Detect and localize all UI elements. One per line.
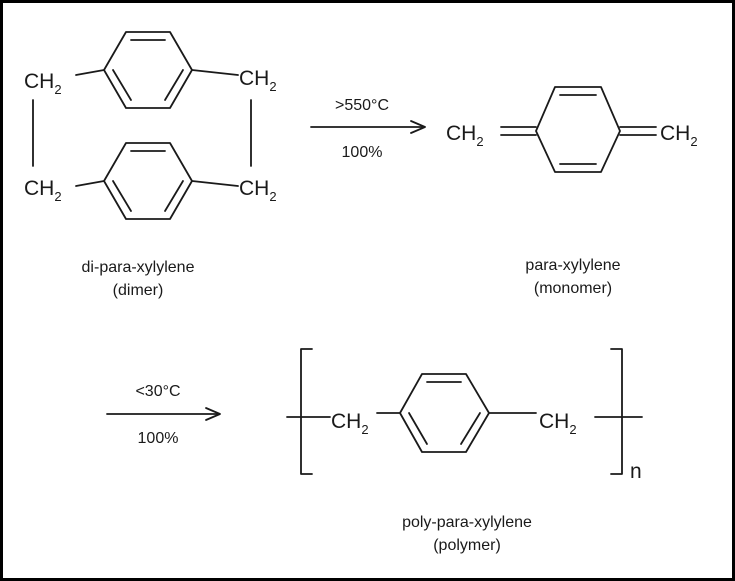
- step2-temperature: <30°C: [135, 383, 180, 400]
- dimer-top-ring: [103, 31, 193, 109]
- monomer-role: (monomer): [534, 280, 612, 297]
- dimer-ch2-bottom-left: CH2: [24, 177, 62, 204]
- polymer-name: poly-para-xylylene: [402, 514, 532, 531]
- dimer-ch2-top-left: CH2: [24, 70, 62, 97]
- monomer-quinoid-ring: [535, 86, 621, 173]
- polymer-brackets: [300, 348, 623, 475]
- monomer-exocyclic-double-bonds: [500, 126, 657, 136]
- dimer-bridge-bonds: [32, 69, 252, 187]
- dimer-name: di-para-xylylene: [82, 259, 195, 276]
- dimer-role: (dimer): [113, 282, 164, 299]
- polymer-ch2-left: CH2: [331, 410, 369, 437]
- monomer-ch2-right: CH2: [660, 122, 698, 149]
- polymer-repeat-index: n: [630, 460, 642, 483]
- polymer-benzene-ring: [399, 373, 490, 453]
- polymer-structure: CH2 CH2 n: [286, 348, 643, 483]
- dimer-ch2-top-right: CH2: [239, 67, 277, 94]
- monomer-name: para-xylylene: [525, 257, 620, 274]
- polymer-role: (polymer): [433, 537, 501, 554]
- step2-arrow: [106, 407, 221, 421]
- step1-arrow: [310, 120, 426, 134]
- dimer-bottom-ring: [103, 142, 193, 220]
- monomer-ch2-left: CH2: [446, 122, 484, 149]
- dimer-structure: CH2 CH2 CH2 CH2: [24, 31, 277, 220]
- step1-yield: 100%: [342, 144, 383, 161]
- monomer-structure: CH2 CH2: [446, 86, 698, 173]
- step1-temperature: >550°C: [335, 97, 389, 114]
- polymer-ch2-right: CH2: [539, 410, 577, 437]
- polymer-backbone-bonds: [286, 412, 643, 418]
- dimer-ch2-bottom-right: CH2: [239, 177, 277, 204]
- step2-yield: 100%: [138, 430, 179, 447]
